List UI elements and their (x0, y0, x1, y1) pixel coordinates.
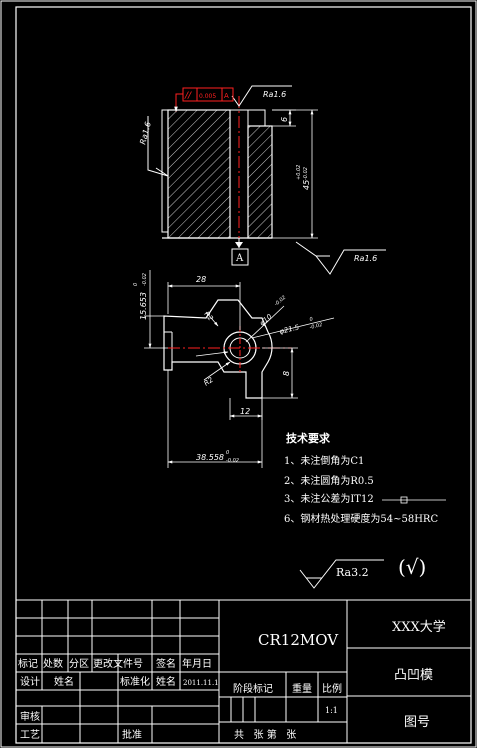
mark-col-label: 更改文件号 (93, 657, 143, 670)
dim-38558-tol-lower: -0.02 (226, 458, 239, 464)
scale-value: 1:1 (325, 706, 338, 715)
general-roughness-mark: (√) (398, 555, 426, 579)
scale-label: 比例 (322, 682, 342, 695)
cursor-grip-marker (400, 496, 408, 504)
top-view-outline (163, 299, 273, 399)
mark-col-label: 分区 (69, 658, 89, 670)
dim-15653: 15.653 (139, 292, 148, 320)
front-view-hatched-body (167, 109, 231, 239)
front-view-step-outline (161, 109, 168, 233)
mark-col-label: 标记 (18, 658, 38, 670)
stage-label: 阶段标记 (233, 682, 273, 695)
general-roughness-symbol (299, 559, 384, 589)
datum-a-box (231, 248, 249, 266)
dim-8: 8 (282, 371, 291, 376)
mark-col-label: 年月日 (182, 657, 212, 670)
general-roughness: Ra3.2 (√) (299, 555, 426, 589)
dim-r2-lower: R2 (203, 375, 216, 387)
dim-28: 28 (196, 275, 206, 284)
drawing-no-label: 图号 (404, 715, 430, 730)
dim-r2-upper: R2 (202, 310, 214, 323)
parallelism-datum-ref: A (224, 92, 229, 100)
dim-bore-large-tol-upper: 0 (309, 316, 314, 323)
roughness-top-symbol (231, 85, 292, 107)
weight-label: 重量 (292, 682, 312, 695)
dim-bore-small-tol: -0.02 (273, 295, 287, 308)
school-name: XXX大学 (392, 619, 446, 635)
dim-38558-tol-upper: 0 (226, 450, 229, 456)
technical-requirements: 技术要求 1、未注倒角为C1 2、未注圆角为R0.5 3、未注公差为IT12 6… (284, 431, 446, 525)
mark-col-label: 签名 (156, 657, 176, 670)
dim-height-tol-lower: -0.02 (303, 167, 309, 180)
dim-bore-large: φ21.5 (279, 323, 301, 336)
note-item: 3、未注公差为IT12 (284, 492, 374, 505)
dim-height-45: 45 (302, 180, 311, 190)
roughness-bottom-symbol (295, 241, 386, 275)
datum-a-label: A (235, 253, 244, 264)
design-date: 2011.11.1 (183, 679, 219, 687)
process-label: 工艺 (20, 729, 40, 741)
dim-15653-tol-upper: 0 (133, 283, 139, 286)
general-roughness-value: Ra3.2 (336, 566, 369, 579)
top-view: 28 15.653 0 -0.02 R2 R2 φ10 -0.02 φ21.5 … (133, 270, 335, 468)
note-item: 2、未注圆角为R0.5 (284, 474, 374, 487)
note-item: 1、未注倒角为C1 (284, 454, 364, 467)
front-view: Ra1.6 // 0.005 A Ra1.6 6 45 +0.02 -0.02 … (138, 85, 386, 275)
roughness-top-label: Ra1.6 (263, 90, 286, 99)
dim-15653-tol-lower: -0.02 (142, 273, 148, 286)
dim-bore-small: φ10 (258, 312, 274, 327)
std-label: 标准化 (120, 675, 150, 688)
dim-height-tol-upper: +0.02 (296, 165, 302, 180)
dim-12: 12 (240, 407, 250, 416)
dim-bore-large-tol-lower: -0.02 (309, 322, 323, 331)
roughness-bottom-label: Ra1.6 (354, 254, 377, 263)
title-block (15, 599, 472, 744)
parallelism-symbol: // (184, 91, 192, 101)
designer-label: 设计 (20, 675, 40, 688)
notes-title: 技术要求 (286, 431, 331, 445)
roughness-left-label: Ra1.6 (138, 121, 153, 146)
mark-col-label: 处数 (43, 657, 63, 670)
roughness-left-symbol (147, 116, 169, 177)
std-name: 姓名 (156, 675, 176, 688)
note-item: 6、钢材热处理硬度为54~58HRC (284, 512, 438, 525)
sheet-count: 共 张 第 张 (234, 728, 296, 741)
designer-name: 姓名 (54, 675, 74, 688)
approve-label: 批准 (122, 728, 142, 741)
title-block-text: CR12MOV XXX大学 凸凹模 图号 标记 处数 分区 更改文件号 签名 年… (18, 619, 446, 741)
parallelism-tolerance: 0.005 (199, 93, 216, 100)
review-label: 审核 (20, 710, 40, 723)
dim-38558: 38.558 (196, 453, 224, 462)
front-view-right-wall (247, 125, 273, 239)
material-label: CR12MOV (258, 631, 339, 649)
dim-step-6: 6 (280, 117, 289, 122)
part-name: 凸凹模 (394, 668, 433, 683)
